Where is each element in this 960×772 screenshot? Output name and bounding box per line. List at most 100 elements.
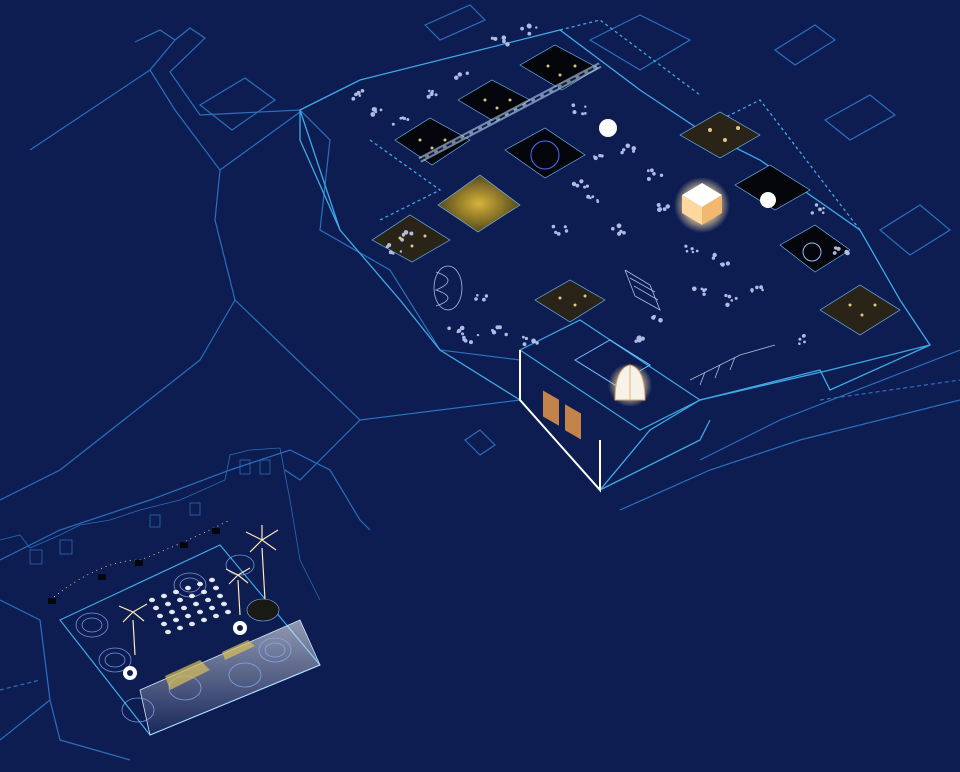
table-dot (814, 203, 819, 207)
seat (161, 621, 167, 627)
table-dot (461, 332, 464, 336)
table-dot (527, 31, 532, 36)
table-dot (719, 262, 723, 266)
table-dot (724, 293, 728, 298)
table-dot (725, 261, 731, 266)
table-dot (761, 288, 764, 292)
table-dot (505, 42, 510, 47)
table-dot (497, 325, 502, 330)
table-dot (646, 177, 651, 181)
table-dot (822, 207, 825, 210)
table-dot (702, 292, 706, 296)
table-dot (504, 332, 508, 337)
table-dot (571, 181, 577, 187)
table-dot (617, 231, 622, 236)
table-dot (650, 168, 654, 173)
table-dot (454, 75, 459, 80)
table-dot (690, 247, 694, 251)
table-dot (564, 229, 569, 233)
table-dot (462, 335, 466, 340)
seating-grid (149, 577, 231, 635)
seat (217, 593, 223, 599)
table-dot (399, 116, 403, 120)
table-dot (691, 250, 695, 254)
table-dot (351, 96, 356, 101)
table-dot (727, 294, 732, 299)
table-dot (579, 179, 584, 184)
table-dot (821, 211, 825, 214)
table-dot (522, 335, 525, 339)
street-facade (0, 447, 321, 601)
upper-terrace-platforms (371, 44, 901, 336)
seat (161, 593, 167, 599)
table-dot (572, 110, 577, 115)
seat (193, 601, 199, 607)
seat (209, 577, 215, 583)
table-cluster-icon (351, 23, 850, 347)
table-dot (798, 342, 801, 346)
table-dot (600, 154, 604, 158)
table-dot (531, 338, 536, 344)
seat (209, 605, 215, 611)
platform-b (457, 79, 531, 123)
platform-gold (437, 174, 521, 233)
table-dot (750, 289, 754, 293)
street-outline (0, 4, 960, 761)
table-dot (520, 26, 524, 31)
platform-d (504, 127, 586, 179)
table-dot (832, 251, 837, 255)
table-dot (563, 225, 567, 229)
table-dot (755, 285, 759, 290)
seat (189, 621, 195, 627)
seat (201, 589, 207, 595)
table-dot (634, 339, 638, 343)
seat (149, 597, 155, 603)
table-dot (583, 112, 587, 115)
table-dot (402, 116, 406, 121)
platform-j (534, 279, 606, 323)
table-dot (465, 71, 469, 75)
string-lights-icon (48, 519, 231, 604)
table-dot (684, 244, 688, 248)
spiral-stair (433, 265, 463, 311)
seat (165, 629, 171, 635)
table-dot (637, 335, 642, 340)
table-dot (646, 169, 650, 173)
table-dot (836, 246, 841, 251)
table-dot (370, 112, 376, 117)
table-dot (798, 337, 802, 341)
table-dot (704, 288, 708, 291)
table-dot (759, 285, 763, 290)
seat (185, 585, 191, 591)
table-dot (631, 146, 637, 151)
seat (181, 605, 187, 611)
table-dot (581, 112, 585, 116)
table-dot (575, 183, 580, 188)
table-dot (734, 296, 738, 300)
table-dot (490, 36, 494, 40)
table-dot (583, 185, 587, 189)
seat (225, 609, 231, 615)
table-dot (385, 245, 389, 249)
table-dot (640, 336, 645, 341)
table-dot (622, 148, 626, 152)
seat (221, 601, 227, 607)
table-dot (622, 231, 626, 235)
table-dot (665, 204, 670, 209)
table-dot (810, 211, 814, 215)
table-dot (400, 237, 404, 242)
table-dot (501, 35, 507, 40)
seat (177, 597, 183, 603)
table-dot (844, 249, 849, 255)
courtyard-event-terrace (48, 519, 321, 736)
table-dot (358, 94, 362, 97)
platform-e (679, 111, 761, 159)
table-dot (484, 294, 489, 298)
table-dot (802, 334, 806, 338)
lit-window (543, 390, 559, 426)
table-dot (591, 195, 595, 199)
central-hall (518, 319, 702, 493)
table-dot (692, 286, 697, 292)
platform-a (394, 117, 471, 166)
table-dot (474, 297, 477, 301)
